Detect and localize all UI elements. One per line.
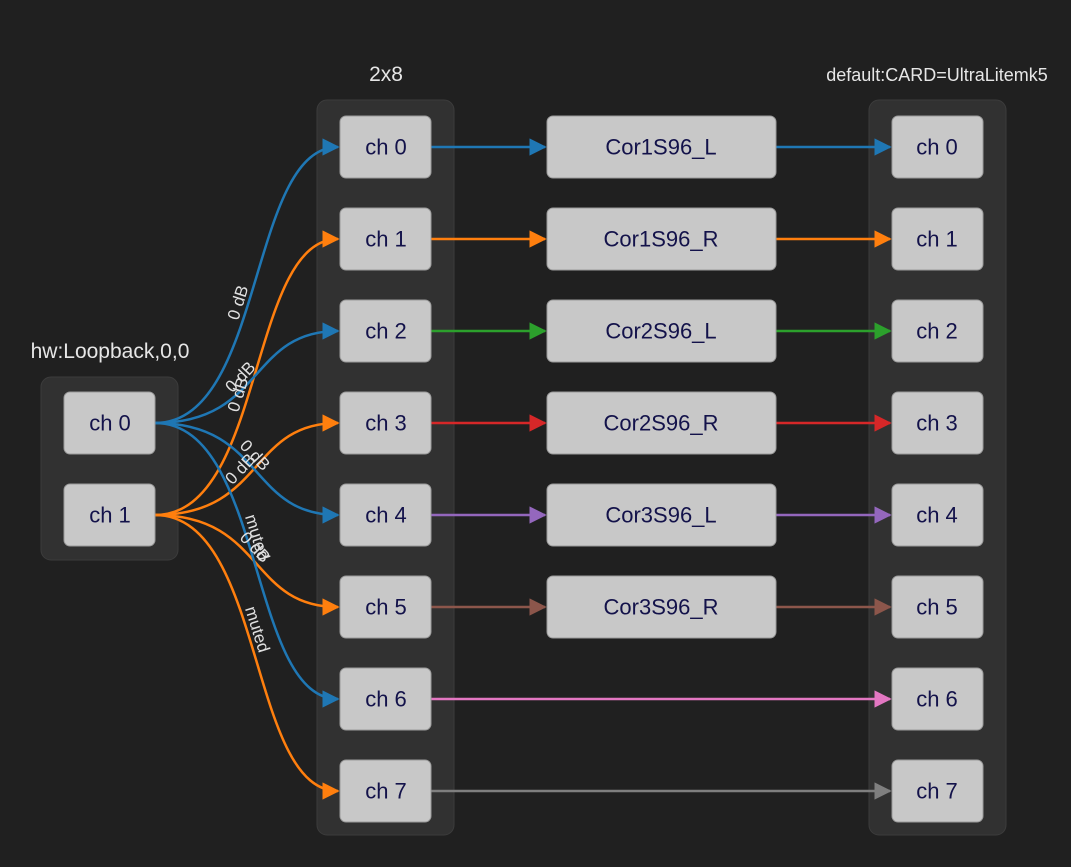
loopback-channel-0[interactable]: ch 0 bbox=[63, 391, 156, 455]
output-channel-2-box[interactable] bbox=[891, 299, 984, 363]
output-channel-7[interactable]: ch 7 bbox=[891, 759, 984, 823]
output-channel-2[interactable]: ch 2 bbox=[891, 299, 984, 363]
output-channel-5[interactable]: ch 5 bbox=[891, 575, 984, 639]
loopback-channel-0-box[interactable] bbox=[63, 391, 156, 455]
mixer-link-2 bbox=[154, 322, 340, 425]
output-channel-4-box[interactable] bbox=[891, 483, 984, 547]
mix-channel-6[interactable]: ch 6 bbox=[339, 667, 432, 731]
output-channel-4[interactable]: ch 4 bbox=[891, 483, 984, 547]
mix-channel-4-box[interactable] bbox=[339, 483, 432, 547]
mix-group-label: 2x8 bbox=[369, 63, 403, 86]
filter-node-4-box[interactable] bbox=[546, 483, 777, 547]
filter-node-2[interactable]: Cor2S96_L bbox=[546, 299, 777, 363]
loopback-channel-1-box[interactable] bbox=[63, 483, 156, 547]
edges-layer bbox=[154, 138, 892, 800]
output-channel-6[interactable]: ch 6 bbox=[891, 667, 984, 731]
output-channel-6-box[interactable] bbox=[891, 667, 984, 731]
output-channel-3[interactable]: ch 3 bbox=[891, 391, 984, 455]
output-channel-5-box[interactable] bbox=[891, 575, 984, 639]
filter-node-1[interactable]: Cor1S96_R bbox=[546, 207, 777, 271]
mixer-link-0 bbox=[154, 138, 340, 425]
mix-channel-3[interactable]: ch 3 bbox=[339, 391, 432, 455]
output-channel-0-box[interactable] bbox=[891, 115, 984, 179]
mix-channel-7[interactable]: ch 7 bbox=[339, 759, 432, 823]
mix-channel-0[interactable]: ch 0 bbox=[339, 115, 432, 179]
loopback-group-label: hw:Loopback,0,0 bbox=[31, 340, 190, 363]
filter-node-0-box[interactable] bbox=[546, 115, 777, 179]
filter-node-5[interactable]: Cor3S96_R bbox=[546, 575, 777, 639]
mix-channel-5-box[interactable] bbox=[339, 575, 432, 639]
mix-channel-7-box[interactable] bbox=[339, 759, 432, 823]
output-channel-0[interactable]: ch 0 bbox=[891, 115, 984, 179]
mix-channel-4[interactable]: ch 4 bbox=[339, 483, 432, 547]
filter-node-5-box[interactable] bbox=[546, 575, 777, 639]
output-channel-1-box[interactable] bbox=[891, 207, 984, 271]
mix-channel-3-box[interactable] bbox=[339, 391, 432, 455]
filter-node-4[interactable]: Cor3S96_L bbox=[546, 483, 777, 547]
output-channel-1[interactable]: ch 1 bbox=[891, 207, 984, 271]
mix-channel-1-box[interactable] bbox=[339, 207, 432, 271]
mix-channel-2[interactable]: ch 2 bbox=[339, 299, 432, 363]
mix-channel-1[interactable]: ch 1 bbox=[339, 207, 432, 271]
mixer-link-4 bbox=[154, 421, 340, 524]
output-group-label: default:CARD=UltraLitemk5 bbox=[826, 65, 1048, 85]
output-channel-7-box[interactable] bbox=[891, 759, 984, 823]
mix-channel-6-box[interactable] bbox=[339, 667, 432, 731]
output-channel-3-box[interactable] bbox=[891, 391, 984, 455]
mix-group bbox=[316, 99, 455, 836]
mixer-link-6 bbox=[154, 421, 340, 708]
filter-node-3[interactable]: Cor2S96_R bbox=[546, 391, 777, 455]
mix-channel-2-box[interactable] bbox=[339, 299, 432, 363]
filter-node-0[interactable]: Cor1S96_L bbox=[546, 115, 777, 179]
output-group bbox=[868, 99, 1007, 836]
mixer-link-7 bbox=[154, 513, 340, 800]
mix-channel-0-box[interactable] bbox=[339, 115, 432, 179]
filter-node-1-box[interactable] bbox=[546, 207, 777, 271]
loopback-channel-1[interactable]: ch 1 bbox=[63, 483, 156, 547]
mix-channel-5[interactable]: ch 5 bbox=[339, 575, 432, 639]
filter-node-2-box[interactable] bbox=[546, 299, 777, 363]
filter-node-3-box[interactable] bbox=[546, 391, 777, 455]
